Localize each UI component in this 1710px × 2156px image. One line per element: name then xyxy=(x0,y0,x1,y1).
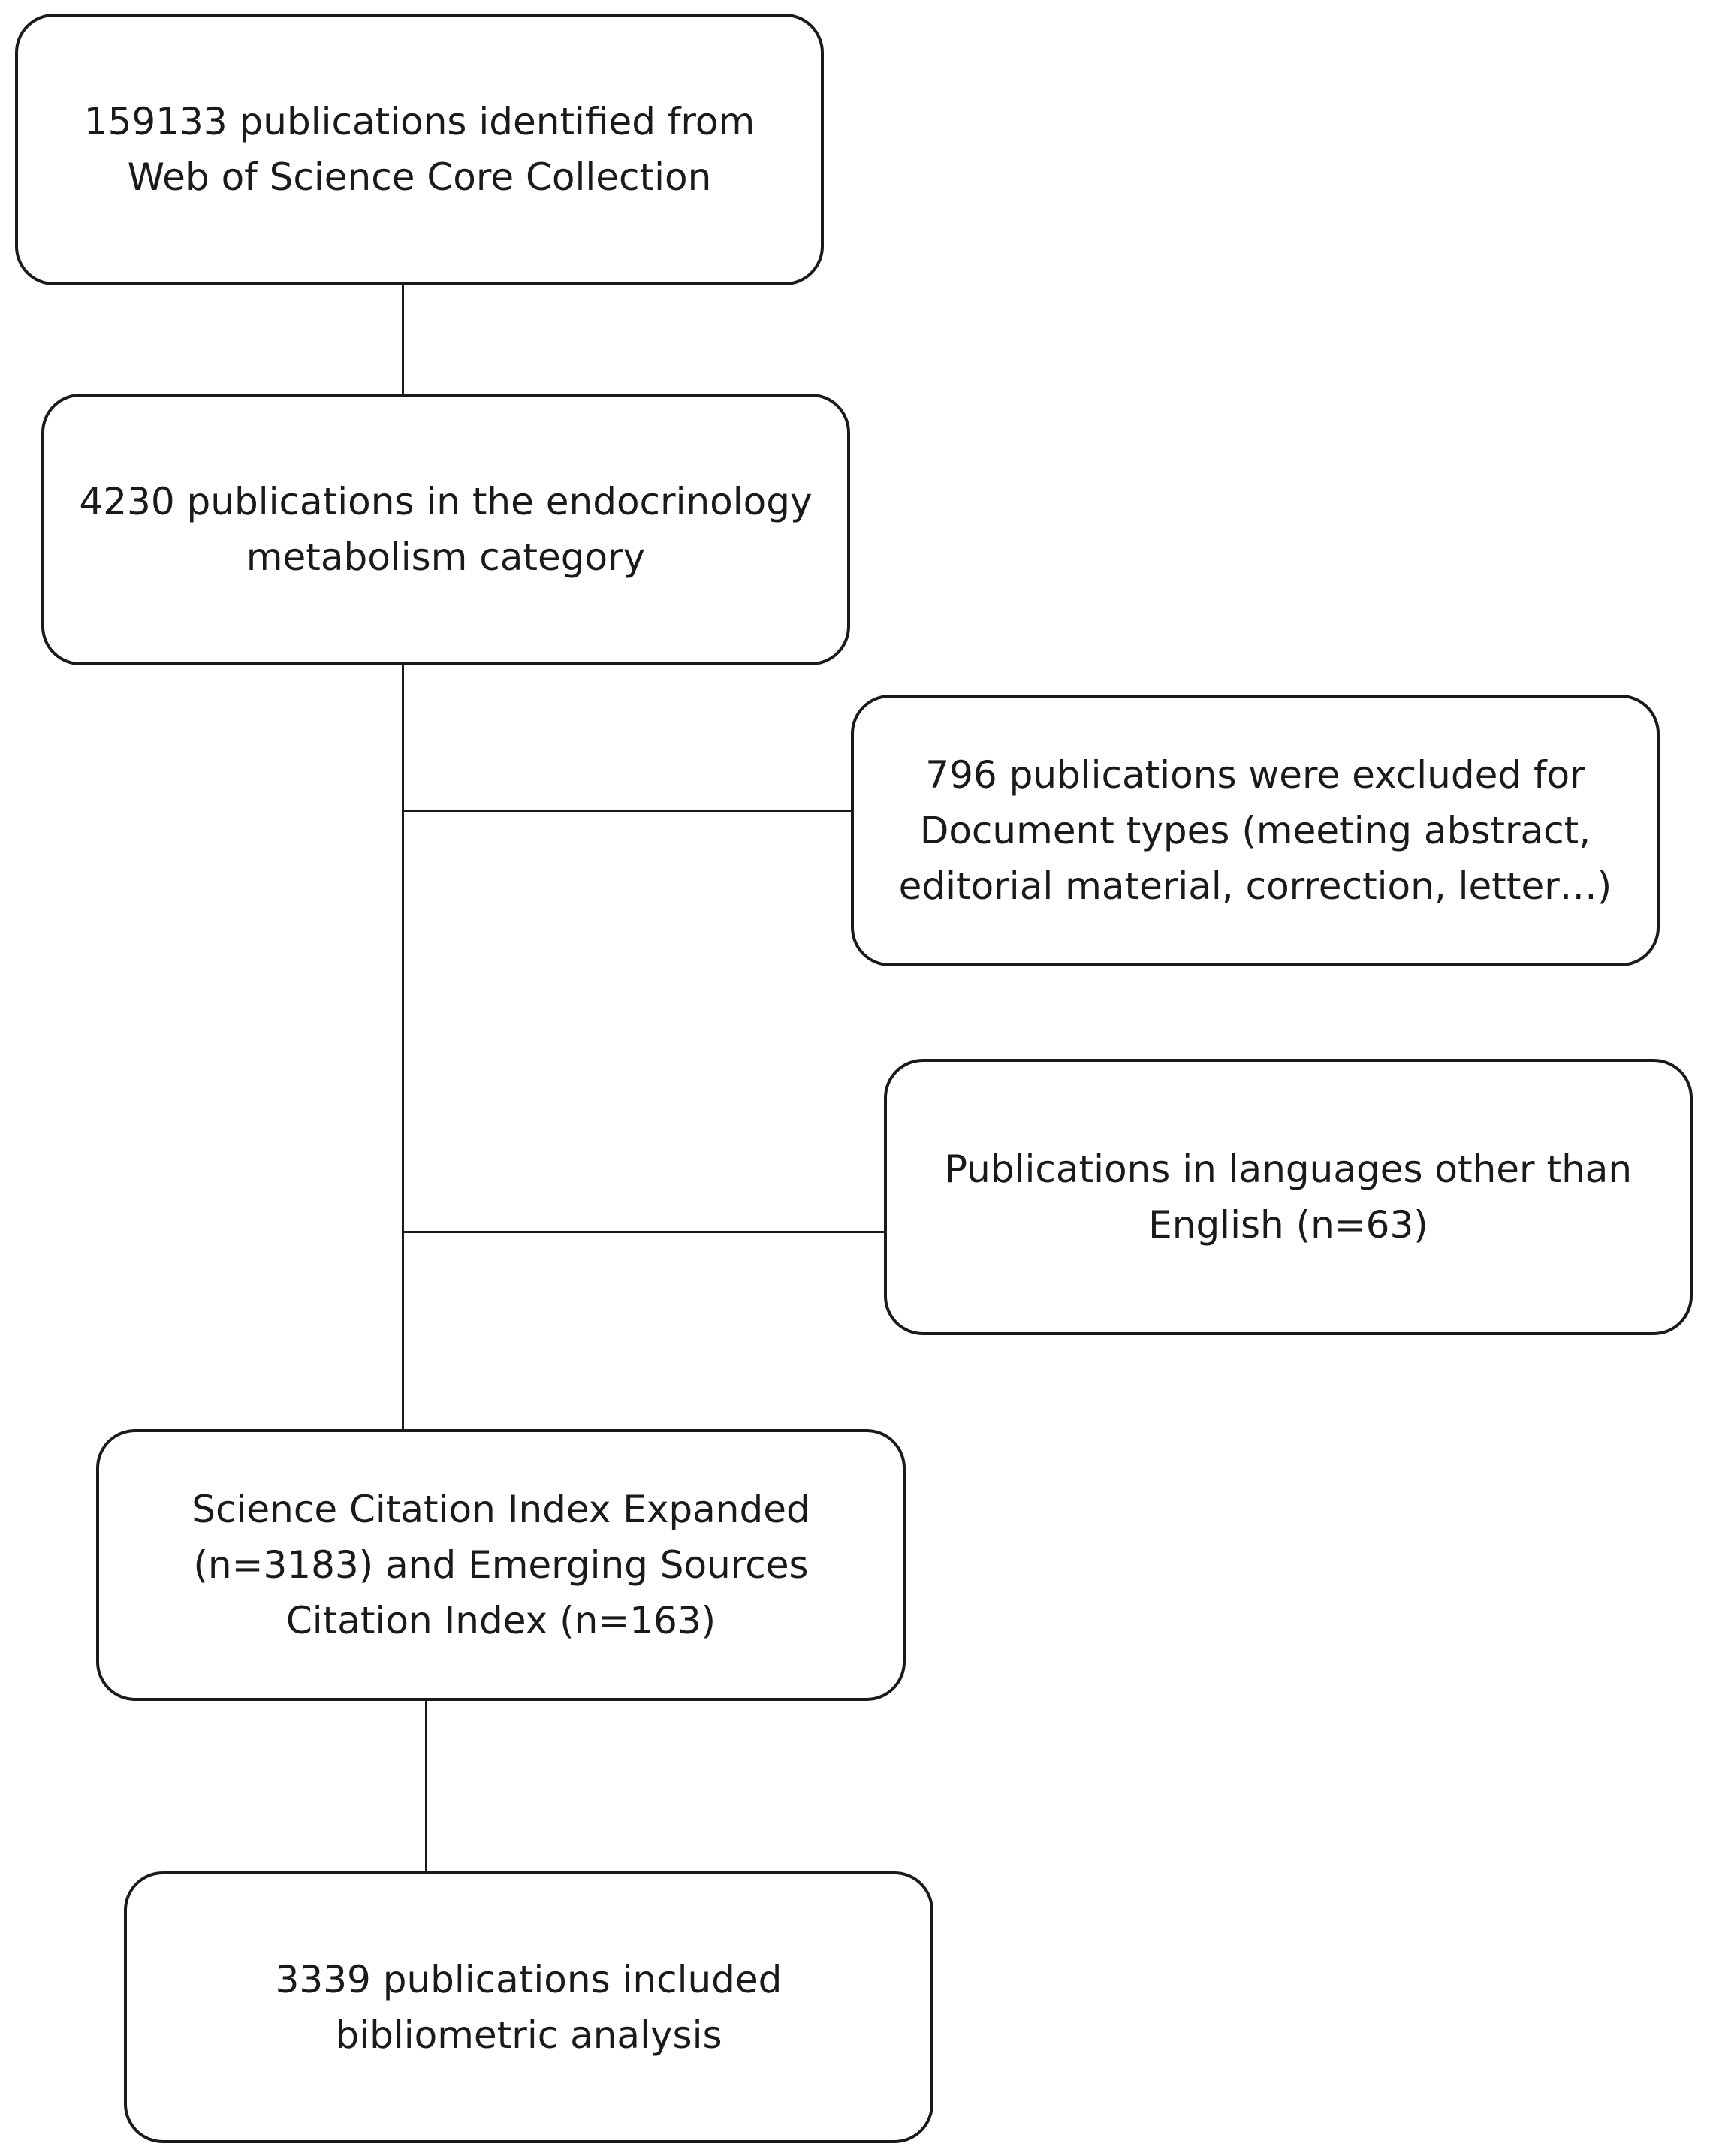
box-citation-index-label: Science Citation Index Expanded (n=3183)… xyxy=(192,1488,810,1642)
box-excluded-language: Publications in languages other than Eng… xyxy=(884,1059,1693,1335)
connector-identified-to-category xyxy=(402,284,404,395)
box-category-label: 4230 publications in the endocrinology m… xyxy=(79,480,813,579)
box-category: 4230 publications in the endocrinology m… xyxy=(41,394,850,665)
box-identified-label: 159133 publications identified from Web … xyxy=(83,100,755,199)
box-excluded-language-label: Publications in languages other than Eng… xyxy=(944,1147,1633,1247)
box-excluded-doctypes: 796 publications were excluded for Docum… xyxy=(851,695,1660,966)
box-citation-index: Science Citation Index Expanded (n=3183)… xyxy=(96,1429,906,1701)
connector-citation-index-to-included xyxy=(425,1699,427,1874)
box-identified: 159133 publications identified from Web … xyxy=(15,14,824,285)
connector-category-to-citation-index xyxy=(402,665,404,1431)
box-included: 3339 publications included bibliometric … xyxy=(124,1871,933,2143)
connector-to-excluded-doctypes xyxy=(402,810,852,812)
box-included-label: 3339 publications included bibliometric … xyxy=(275,1958,783,2057)
box-excluded-doctypes-label: 796 publications were excluded for Docum… xyxy=(898,753,1612,908)
connector-to-excluded-language xyxy=(402,1231,885,1233)
